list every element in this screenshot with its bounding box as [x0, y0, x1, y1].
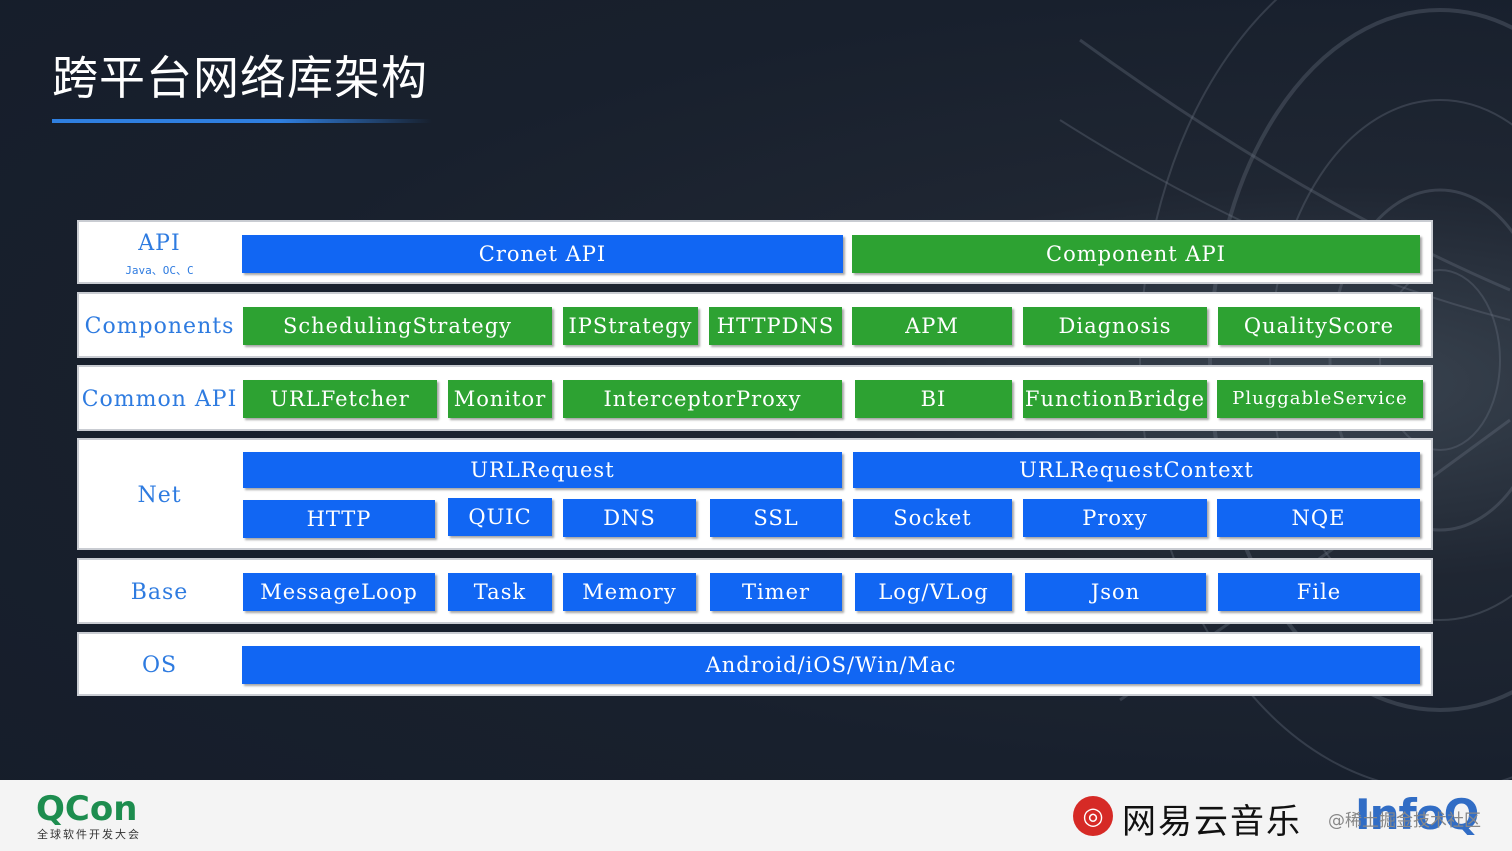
component-api-box: Component API — [852, 235, 1420, 273]
row-label-common-api: Common API — [81, 387, 238, 412]
qcon-logo: QCon — [36, 789, 138, 829]
base-box: Log/VLog — [855, 573, 1012, 611]
row-api: API Java、OC、C Cronet API Component API — [77, 220, 1433, 284]
qcon-subtitle: 全球软件开发大会 — [37, 828, 141, 841]
base-box: Timer — [710, 573, 842, 611]
component-box: Diagnosis — [1023, 307, 1207, 345]
netease-music-logo: 网易云音乐 — [1122, 802, 1302, 842]
row-components: Components SchedulingStrategy IPStrategy… — [77, 292, 1433, 358]
net-box: DNS — [563, 499, 696, 537]
row-label-os: OS — [141, 653, 178, 678]
row-label-base: Base — [130, 580, 189, 605]
footer: QCon 全球软件开发大会 ◎ 网易云音乐 InfoQ @稀土掘金技术社区 — [0, 780, 1512, 851]
row-label-components: Components — [84, 314, 235, 339]
title-underline — [52, 119, 432, 123]
row-base: Base MessageLoop Task Memory Timer Log/V… — [77, 558, 1433, 624]
base-box: File — [1218, 573, 1420, 611]
common-api-box: URLFetcher — [243, 380, 437, 418]
common-api-box: FunctionBridge — [1023, 380, 1207, 418]
base-box: Json — [1025, 573, 1206, 611]
row-os: OS Android/iOS/Win/Mac — [77, 632, 1433, 696]
url-request-context-box: URLRequestContext — [853, 452, 1420, 488]
common-api-box: PluggableService — [1217, 380, 1423, 418]
row-label-net: Net — [137, 483, 182, 508]
net-box: NQE — [1217, 499, 1420, 537]
component-box: QualityScore — [1218, 307, 1420, 345]
common-api-box: BI — [855, 380, 1012, 418]
page-title: 跨平台网络库架构 — [52, 51, 428, 105]
base-box: MessageLoop — [243, 573, 435, 611]
row-label-api: API — [138, 231, 181, 256]
base-box: Task — [448, 573, 552, 611]
url-request-box: URLRequest — [243, 452, 842, 488]
common-api-box: Monitor — [448, 380, 552, 418]
component-box: SchedulingStrategy — [243, 307, 552, 345]
juejin-watermark: @稀土掘金技术社区 — [1328, 811, 1481, 831]
net-box: QUIC — [448, 498, 552, 536]
cronet-api-box: Cronet API — [242, 235, 843, 273]
component-box: HTTPDNS — [709, 307, 842, 345]
os-platforms-box: Android/iOS/Win/Mac — [242, 646, 1420, 684]
base-box: Memory — [563, 573, 696, 611]
component-box: APM — [852, 307, 1012, 345]
net-box: HTTP — [243, 500, 435, 538]
net-box: Socket — [853, 499, 1012, 537]
row-sublabel-api: Java、OC、C — [125, 264, 194, 277]
infoq-logo: InfoQ — [1355, 790, 1479, 839]
netease-music-icon: ◎ — [1073, 796, 1113, 836]
component-box: IPStrategy — [563, 307, 698, 345]
net-box: SSL — [710, 499, 842, 537]
row-common-api: Common API URLFetcher Monitor Intercepto… — [77, 365, 1433, 431]
common-api-box: InterceptorProxy — [563, 380, 842, 418]
net-box: Proxy — [1023, 499, 1207, 537]
row-net: Net URLRequest URLRequestContext HTTP QU… — [77, 438, 1433, 550]
